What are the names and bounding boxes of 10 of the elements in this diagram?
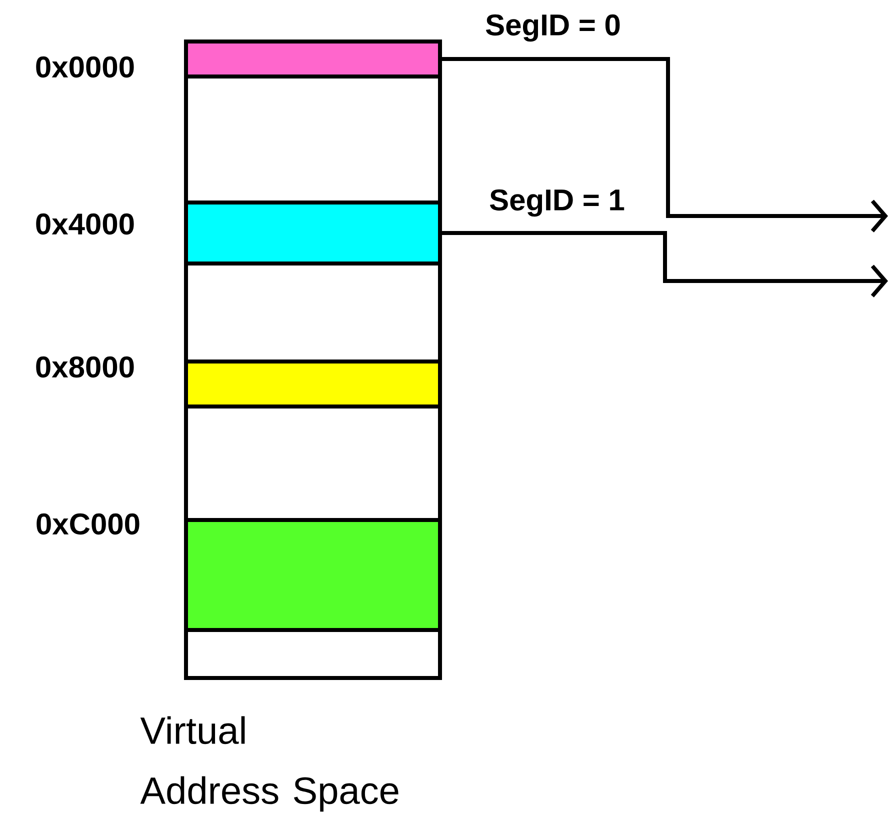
address-label: 0x8000 — [36, 356, 134, 378]
edge-label: SegID = 0 — [486, 14, 620, 42]
address-label: 0xC000 — [36, 513, 140, 535]
address-label: 0x4000 — [36, 213, 134, 235]
edge-label: SegID = 1 — [490, 189, 624, 217]
column-label: Virtual Address Space — [140, 716, 398, 812]
arrow — [442, 57, 888, 232]
address-label: 0x0000 — [36, 56, 134, 78]
arrow — [442, 231, 888, 298]
segment-band — [184, 40, 442, 78]
